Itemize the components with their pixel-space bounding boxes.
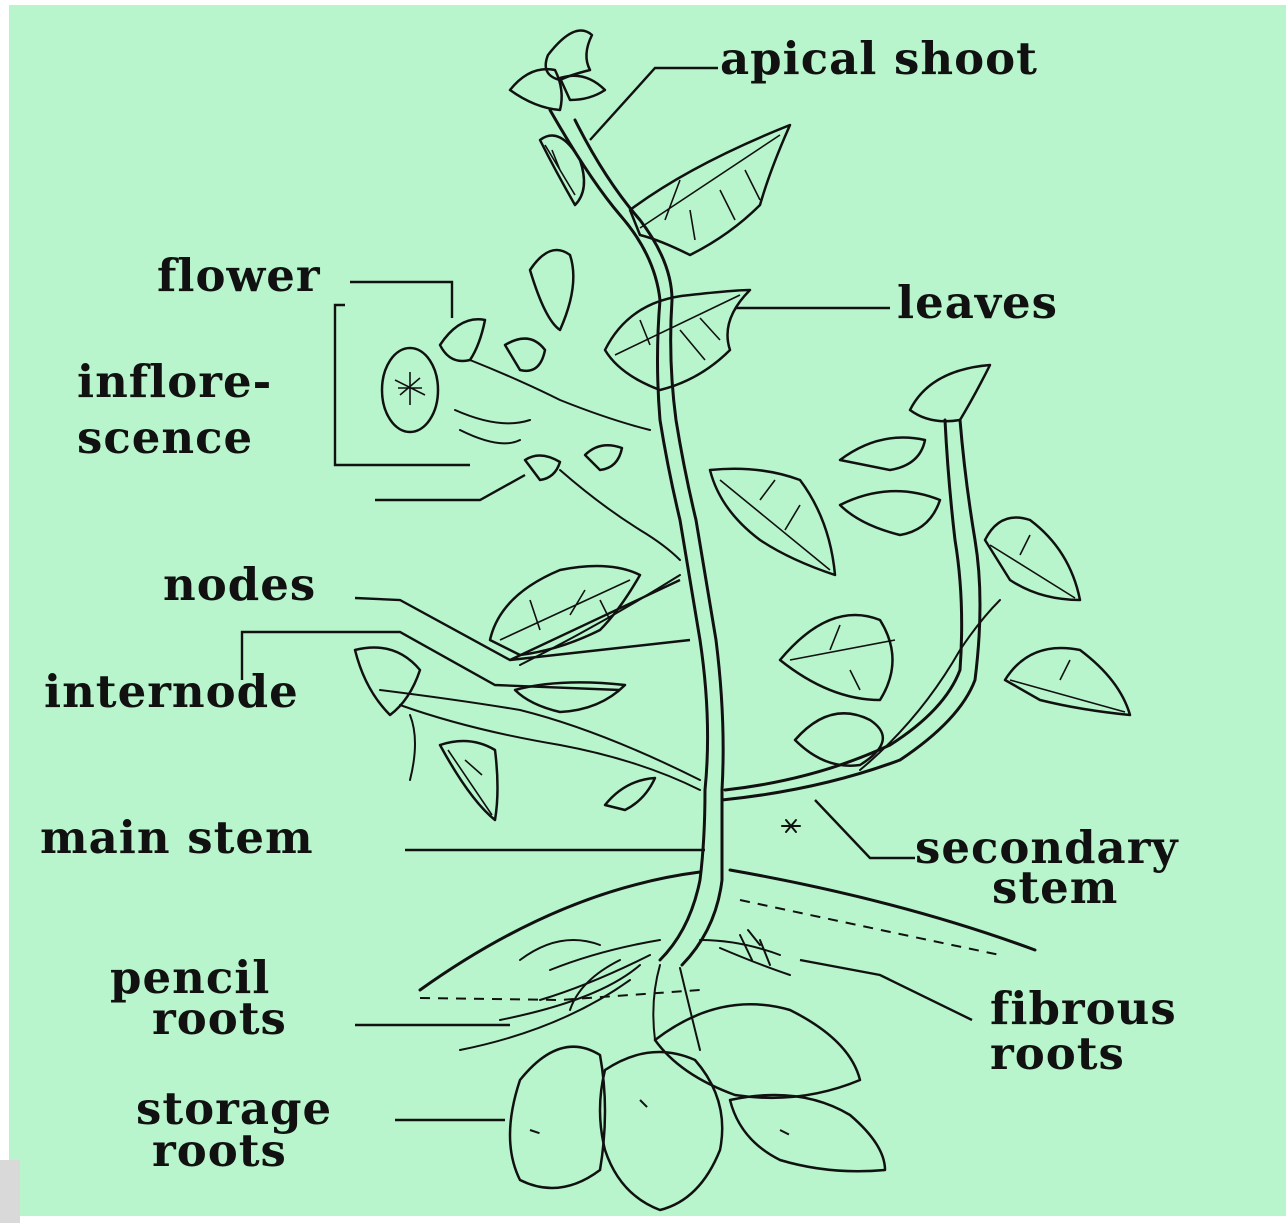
fibrous-roots xyxy=(460,930,790,1050)
leader-lines xyxy=(242,68,972,1120)
leaf-upper xyxy=(630,125,790,255)
apical-shoot xyxy=(510,31,605,206)
soil-line xyxy=(420,870,1035,1000)
leader-inflorescence xyxy=(335,305,470,465)
flower xyxy=(382,319,650,443)
leaf-node-area xyxy=(490,566,680,665)
label-nodes: nodes xyxy=(163,558,316,611)
bottom-border xyxy=(0,1216,1286,1223)
leader-flower xyxy=(350,282,452,318)
inflorescence-buds xyxy=(525,445,680,560)
leaf-left-upper xyxy=(505,250,573,371)
left-border xyxy=(0,0,9,1223)
label-pencil-roots-line2: roots xyxy=(152,992,287,1045)
leader-secondary-stem xyxy=(815,800,915,858)
label-inflorescence-line2: scence xyxy=(77,411,253,464)
leaf-mid xyxy=(605,290,750,390)
storage-roots xyxy=(510,965,885,1210)
label-apical-shoot: apical shoot xyxy=(720,32,1038,85)
leader-apical-shoot xyxy=(590,68,718,140)
label-storage-roots-line2: roots xyxy=(152,1124,287,1177)
insect-mark xyxy=(782,820,800,832)
label-inflorescence-line1: inflore- xyxy=(77,355,272,408)
secondary-stem-branch xyxy=(710,365,1130,800)
leader-fibrous-roots xyxy=(800,960,972,1020)
left-lower-branch xyxy=(355,648,700,821)
label-leaves: leaves xyxy=(897,276,1058,329)
label-main-stem: main stem xyxy=(40,811,314,864)
leader-inflorescence-buds xyxy=(375,475,525,500)
label-secondary-stem-line2: stem xyxy=(992,861,1118,914)
label-fibrous-roots-line2: roots xyxy=(990,1027,1125,1080)
label-flower: flower xyxy=(157,249,321,302)
label-internode: internode xyxy=(44,665,299,718)
corner-tab xyxy=(0,1160,20,1223)
top-border xyxy=(0,0,1286,5)
main-stem xyxy=(550,110,723,965)
